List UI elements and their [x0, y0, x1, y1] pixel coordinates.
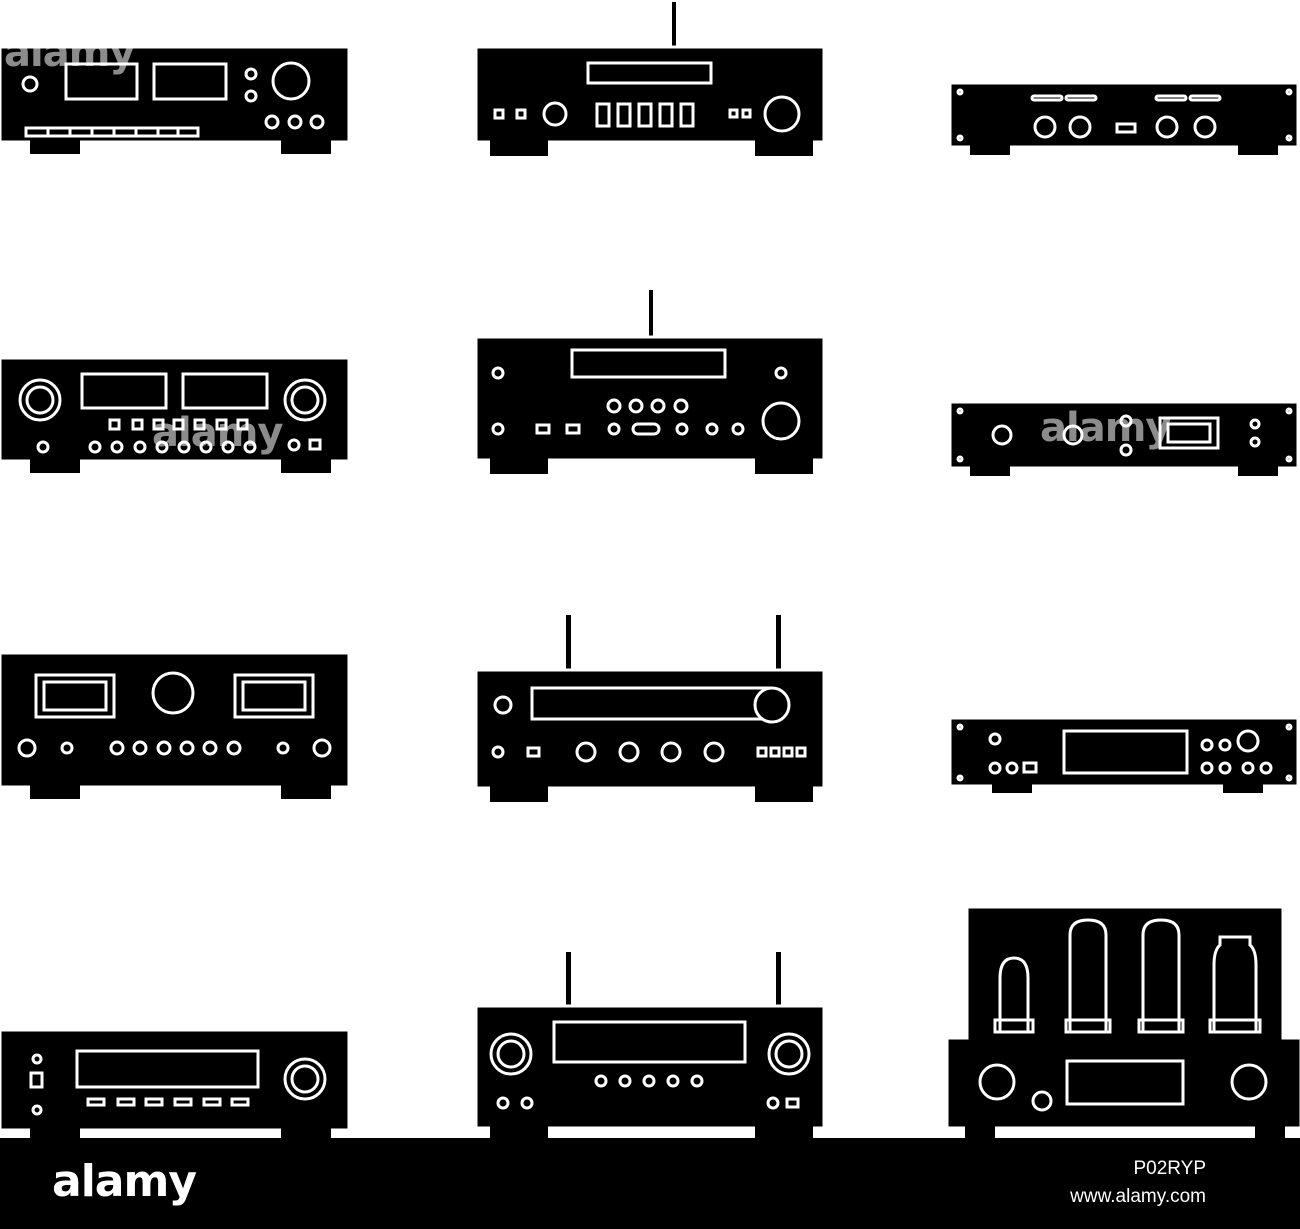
- alamy-logo: alamy: [52, 1156, 197, 1207]
- tube-amplifier-icon: [948, 905, 1300, 1138]
- site-url: www.alamy.com: [1070, 1186, 1206, 1207]
- audio-equipment-icon-set: [0, 2, 1300, 1138]
- rack-preamplifier-icon: [948, 400, 1300, 476]
- av-receiver-icon: [474, 290, 826, 474]
- dual-antenna-receiver-icon: [474, 615, 826, 802]
- home-theater-receiver-icon: [474, 952, 826, 1138]
- footer-bar: alamy P02RYP www.alamy.com: [0, 1138, 1300, 1229]
- image-id: P02RYP: [1133, 1158, 1206, 1179]
- rack-power-amplifier-icon: [948, 81, 1300, 155]
- stereo-receiver-icon: [0, 45, 351, 154]
- slim-receiver-icon: [0, 1028, 351, 1138]
- integrated-amplifier-icon: [0, 356, 351, 473]
- rack-tuner-icon: [948, 716, 1300, 793]
- dual-meter-amplifier-icon: [0, 651, 351, 799]
- network-receiver-icon: [474, 2, 826, 156]
